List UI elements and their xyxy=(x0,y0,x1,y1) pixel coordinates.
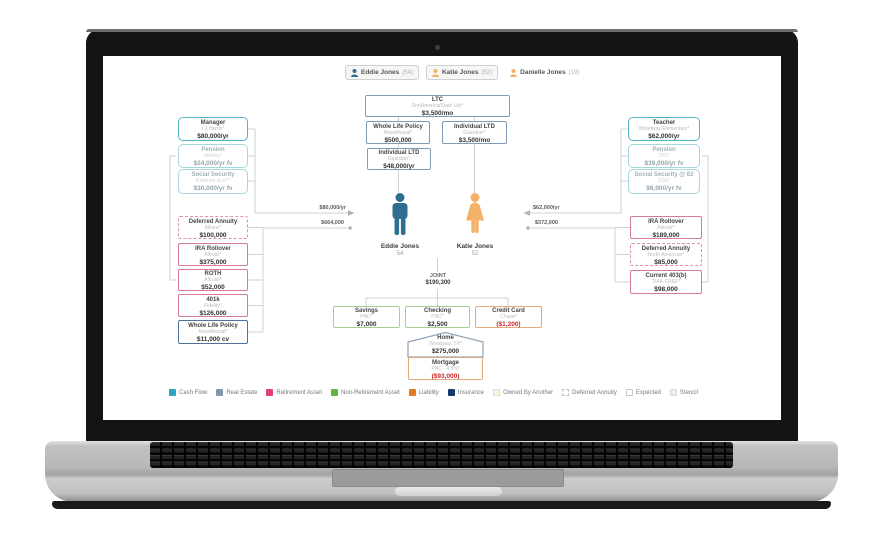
node-individual-ltd-katie[interactable]: Individual LTD Guardian* $3,500/mo xyxy=(442,121,507,144)
trackpad xyxy=(332,469,564,487)
tab-age: (19) xyxy=(568,69,580,76)
legend-item-non-retirement-asset: Non-Retirement Asset xyxy=(331,389,400,396)
flow-endpoint-dot xyxy=(526,226,530,230)
legend-swatch xyxy=(562,389,570,396)
node-mortgage[interactable]: Mortgage PNC - 4.5%* ($93,000) xyxy=(408,357,483,380)
legend-item-retirement-asset: Retirement Asset xyxy=(266,389,322,396)
node-teacher-income[interactable]: Teacher Woodway Elementary* $62,000/yr xyxy=(628,117,700,141)
node-ira-rollover-katie[interactable]: IRA Rollover Altruist* $189,000 xyxy=(630,216,702,239)
node-manager-income[interactable]: Manager L3 Harris* $80,000/yr xyxy=(178,117,248,141)
legend-item-stencil: Stencil xyxy=(669,389,698,396)
node-deferred-annuity-eddie[interactable]: Deferred Annuity Allianz* $100,000 xyxy=(178,216,248,239)
laptop-screen-bezel: Eddie Jones (54) Katie Jones (52) Daniel… xyxy=(86,29,798,443)
tab-eddie-jones[interactable]: Eddie Jones (54) xyxy=(345,65,419,80)
legend-item-liability: Liability xyxy=(408,389,439,396)
laptop-shadow xyxy=(52,501,831,509)
node-whole-life-500k[interactable]: Whole Life Policy MassMutual* $500,000 xyxy=(366,121,430,144)
node-social-security-62[interactable]: Social Security @ 62 SSA* $6,000/yr fv xyxy=(628,169,700,194)
legend-swatch xyxy=(216,389,224,396)
webcam xyxy=(435,45,440,50)
node-ira-rollover-eddie[interactable]: IRA Rollover Altruist* $375,000 xyxy=(178,243,248,266)
person-name: Eddie Jones xyxy=(380,243,420,250)
legend-swatch xyxy=(493,389,501,396)
node-whole-life-11k[interactable]: Whole Life Policy MassMutual* $11,000 cv xyxy=(178,320,248,344)
legend-item-expected: Expected xyxy=(625,389,661,396)
node-pension-eddie[interactable]: Pension Military* $24,000/yr fv xyxy=(178,144,248,168)
tab-age: (52) xyxy=(481,69,493,76)
tab-label: Katie Jones xyxy=(441,69,479,76)
flow-endpoint-dot xyxy=(348,226,352,230)
node-credit-card[interactable]: Credit Card Chase* ($1,200) xyxy=(475,306,542,328)
legend-item-owned-by-another: Owned By Another xyxy=(493,389,553,396)
app-canvas: Eddie Jones (54) Katie Jones (52) Daniel… xyxy=(103,56,781,420)
laptop-base xyxy=(45,441,838,502)
node-home-shape[interactable] xyxy=(407,331,484,358)
tab-label: Eddie Jones xyxy=(361,69,400,76)
node-ltc[interactable]: LTC OneAmerica/State Life* $3,500/mo xyxy=(365,95,510,117)
member-tabs: Eddie Jones (54) Katie Jones (52) Daniel… xyxy=(345,65,584,80)
legend-swatch xyxy=(447,389,455,396)
laptop-lid-edge xyxy=(86,29,798,32)
tab-katie-jones[interactable]: Katie Jones (52) xyxy=(425,65,499,80)
node-pension-katie[interactable]: Pension TRS* $39,000/yr fv xyxy=(628,144,700,168)
person-age: 52 xyxy=(471,251,479,257)
keyboard xyxy=(150,442,733,468)
flow-label-eddie-income: $80,000/yr xyxy=(319,205,346,211)
node-401k[interactable]: 401k Fidelity* $126,000 xyxy=(178,294,248,317)
legend-item-insurance: Insurance xyxy=(447,389,484,396)
male-figure-icon xyxy=(392,193,408,235)
legend-item-real-estate: Real Estate xyxy=(216,389,257,396)
node-deferred-annuity-katie[interactable]: Deferred Annuity North American* $85,000 xyxy=(630,243,702,266)
female-figure-icon xyxy=(466,193,484,233)
lid-open-notch xyxy=(395,487,502,496)
person-name: Katie Jones xyxy=(456,243,494,250)
legend: Cash Flow Real Estate Retirement Asset N… xyxy=(169,389,698,396)
node-individual-ltd-eddie[interactable]: Individual LTD Guardian* $48,000/yr xyxy=(367,148,431,170)
legend-swatch xyxy=(266,389,274,396)
legend-swatch xyxy=(625,389,633,396)
tab-label: Danielle Jones xyxy=(520,69,566,76)
legend-swatch xyxy=(669,389,677,396)
arrow-left-icon xyxy=(523,210,530,216)
person-icon xyxy=(351,68,358,77)
legend-swatch xyxy=(169,389,176,396)
legend-swatch xyxy=(331,389,339,396)
node-social-security-eddie[interactable]: Social Security Estimate at 67* $30,000/… xyxy=(178,169,248,194)
tab-age: (54) xyxy=(402,69,413,76)
legend-item-deferred-annuity: Deferred Annuity xyxy=(562,389,617,396)
node-403b[interactable]: Current 403(b) TIAA-CREF* $98,000 xyxy=(630,270,702,294)
node-savings[interactable]: Savings PNC* $7,000 xyxy=(333,306,400,328)
person-katie[interactable]: Katie Jones 52 xyxy=(447,193,503,258)
legend-swatch xyxy=(408,389,416,396)
connector-lines xyxy=(169,117,709,358)
tab-danielle-jones[interactable]: Danielle Jones (19) xyxy=(505,66,584,79)
flow-label-katie-income: $62,000/yr xyxy=(533,205,560,211)
legend-item-cash-flow: Cash Flow xyxy=(169,389,207,396)
node-checking[interactable]: Checking PNC* $2,500 xyxy=(405,306,470,328)
flow-label-katie-assets: $372,000 xyxy=(535,220,558,226)
person-eddie[interactable]: Eddie Jones 54 xyxy=(372,193,428,258)
node-roth[interactable]: ROTH Altruist* $52,000 xyxy=(178,269,248,291)
node-home[interactable]: Home Woodway, TX* $275,000 xyxy=(429,335,462,355)
person-icon xyxy=(510,68,518,77)
arrow-right-icon xyxy=(348,210,355,216)
person-icon xyxy=(431,68,439,77)
person-age: 54 xyxy=(396,251,404,257)
flow-label-eddie-assets: $664,000 xyxy=(321,220,344,226)
node-joint[interactable]: JOINT $190,300 xyxy=(425,273,451,286)
